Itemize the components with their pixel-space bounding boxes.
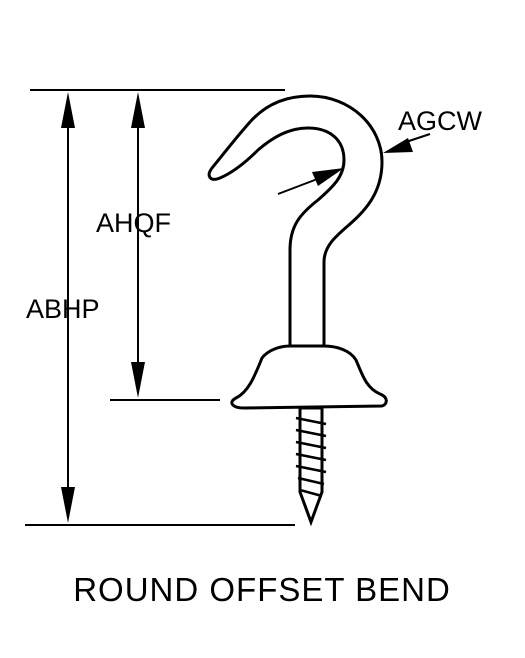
hook-body [207, 94, 384, 350]
abhp-bottom-arrow [61, 487, 75, 523]
extension-lines [25, 89, 295, 526]
ahqf-top-arrow [131, 92, 145, 128]
agcw-label: AGCW [398, 106, 483, 136]
hook-outline [207, 94, 384, 350]
ahqf-bottom-arrow [131, 362, 145, 398]
ahqf-label: AHQF [96, 208, 171, 238]
abhp-label: ABHP [26, 294, 100, 324]
agcw-leader-arrow [383, 138, 413, 153]
ahqf-leader [277, 168, 344, 195]
ahqf-dimension-line [131, 92, 145, 398]
screw-shank [295, 406, 327, 527]
ahqf-leader-arrow [312, 168, 344, 186]
agcw-leader [383, 133, 431, 153]
screw-threads [295, 416, 327, 498]
diagram-caption: ROUND OFFSET BEND [73, 571, 451, 608]
collar [230, 344, 388, 410]
abhp-top-arrow [61, 92, 75, 128]
abhp-dimension-line [61, 92, 75, 523]
